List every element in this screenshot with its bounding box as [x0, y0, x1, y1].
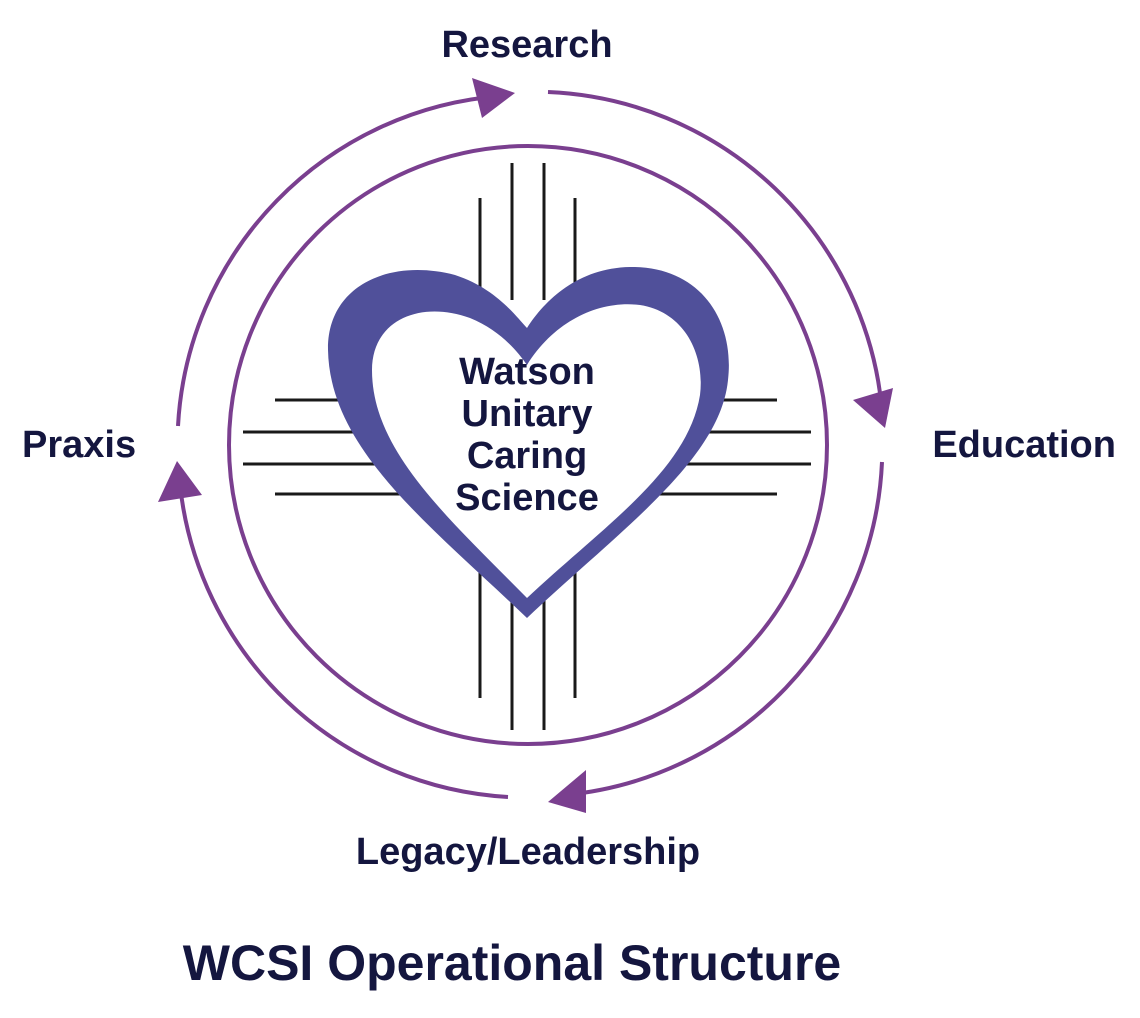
label-education: Education [932, 424, 1116, 466]
heart-text-line3: Caring [467, 435, 587, 477]
arrow-legacy-to-praxis [175, 484, 509, 799]
arrowhead-legacy [548, 770, 586, 813]
cycle-arrows [175, 90, 887, 800]
heart-text-line4: Science [455, 477, 599, 519]
label-legacy-leadership: Legacy/Leadership [356, 831, 700, 873]
arrow-research-to-education [547, 90, 887, 411]
inner-circle [227, 144, 829, 746]
arrow-education-to-legacy [564, 461, 884, 800]
arrowhead-praxis [158, 461, 202, 502]
heart-icon [327, 266, 729, 618]
heart-text-line1: Watson [459, 351, 595, 393]
heart-text: Watson Unitary Caring Science [455, 351, 599, 519]
diagram-caption: WCSI Operational Structure [183, 935, 841, 991]
label-praxis: Praxis [22, 424, 136, 466]
label-research: Research [441, 24, 612, 66]
arrowheads [158, 78, 893, 813]
arrow-praxis-to-research [176, 91, 501, 427]
arrowhead-education [853, 388, 893, 428]
arrowhead-research [472, 78, 515, 118]
heart-text-line2: Unitary [462, 393, 593, 435]
